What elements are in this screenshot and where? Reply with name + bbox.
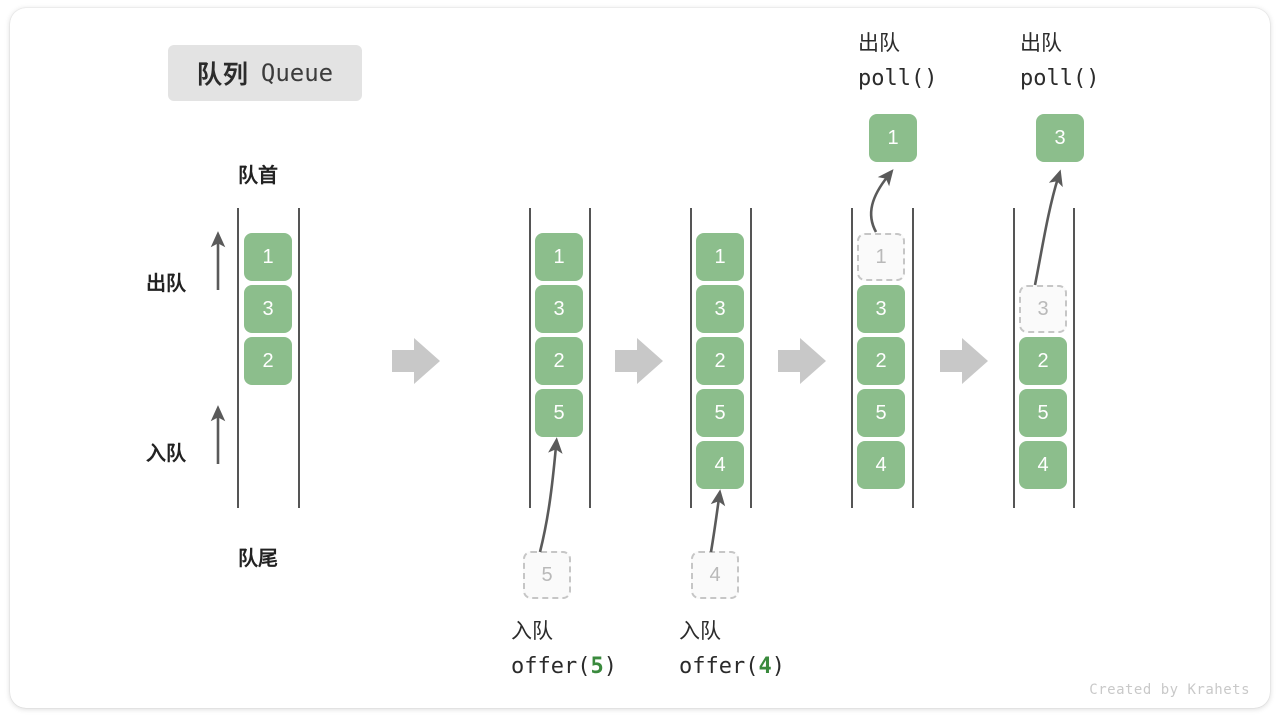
operation-label-code: offer(4) bbox=[679, 650, 785, 684]
queue-cell: 3 bbox=[696, 285, 744, 333]
operation-label-offer-4: 入队 offer(4) bbox=[679, 614, 785, 684]
queue-removed-ghost-cell: 3 bbox=[1019, 285, 1067, 333]
queue-rail-right-col4 bbox=[912, 208, 914, 508]
queue-removed-ghost-cell: 1 bbox=[857, 233, 905, 281]
queue-rail-left-col4 bbox=[851, 208, 853, 508]
operation-label-offer-5: 入队 offer(5) bbox=[511, 614, 617, 684]
enqueue-direction-label: 入队 bbox=[146, 443, 186, 465]
operation-label-code: poll() bbox=[858, 66, 938, 91]
diagram-title-cn: 队列 bbox=[196, 61, 249, 89]
queue-popped-cell: 1 bbox=[869, 114, 917, 162]
queue-cell: 1 bbox=[535, 233, 583, 281]
queue-rail-left-col2 bbox=[529, 208, 531, 508]
operation-label-cn: 入队 bbox=[679, 620, 721, 643]
queue-cell: 1 bbox=[696, 233, 744, 281]
code-arg: 5 bbox=[590, 654, 604, 679]
queue-cell: 5 bbox=[696, 389, 744, 437]
operation-label-cn: 出队 bbox=[1020, 32, 1062, 55]
queue-cell: 5 bbox=[857, 389, 905, 437]
queue-rail-right-col2 bbox=[589, 208, 591, 508]
step-arrow-4 bbox=[940, 338, 988, 384]
dequeue-curve-arrow-3 bbox=[1033, 169, 1063, 286]
queue-cell: 3 bbox=[857, 285, 905, 333]
queue-cell: 1 bbox=[244, 233, 292, 281]
queue-cell: 4 bbox=[857, 441, 905, 489]
queue-cell: 2 bbox=[1019, 337, 1067, 385]
operation-label-cn: 出队 bbox=[858, 32, 900, 55]
arrows-overlay bbox=[210, 169, 1063, 553]
queue-rail-right-col3 bbox=[750, 208, 752, 508]
code-pre: offer( bbox=[511, 654, 591, 679]
step-arrow-3 bbox=[778, 338, 826, 384]
queue-cell: 2 bbox=[535, 337, 583, 385]
queue-input-ghost-cell: 5 bbox=[523, 551, 571, 599]
code-post: ) bbox=[603, 654, 617, 679]
operation-label-code: poll() bbox=[1020, 66, 1100, 91]
enqueue-curve-arrow-4 bbox=[709, 489, 726, 553]
queue-rail-right-col1 bbox=[298, 208, 300, 508]
queue-rail-left-col1 bbox=[237, 208, 239, 508]
code-arg: 4 bbox=[758, 654, 772, 679]
queue-cell: 3 bbox=[535, 285, 583, 333]
step-arrow-1 bbox=[392, 338, 440, 384]
queue-cell: 4 bbox=[1019, 441, 1067, 489]
queue-cell: 2 bbox=[244, 337, 292, 385]
diagram-stage: 队列 Queue 队首 队尾 出队 入队 1 3 2 1 3 2 5 5 入队 … bbox=[10, 8, 1270, 708]
queue-cell: 2 bbox=[696, 337, 744, 385]
queue-cell-new: 4 bbox=[696, 441, 744, 489]
code-post: ) bbox=[771, 654, 785, 679]
queue-cell: 5 bbox=[1019, 389, 1067, 437]
step-arrow-2 bbox=[615, 338, 663, 384]
queue-rail-left-col5 bbox=[1013, 208, 1015, 508]
code-pre: offer( bbox=[679, 654, 759, 679]
queue-tail-label: 队尾 bbox=[238, 548, 278, 570]
operation-label-poll-1: 出队 poll() bbox=[858, 26, 937, 96]
queue-rail-left-col3 bbox=[690, 208, 692, 508]
dequeue-direction-label: 出队 bbox=[146, 273, 186, 295]
enqueue-curve-arrow-5 bbox=[538, 437, 563, 553]
diagram-title-badge: 队列 Queue bbox=[168, 45, 362, 101]
diagram-title-en: Queue bbox=[260, 59, 334, 87]
operation-label-cn: 入队 bbox=[511, 620, 553, 643]
credit-text: Created by Krahets bbox=[1089, 682, 1250, 698]
queue-head-label: 队首 bbox=[238, 165, 278, 187]
dequeue-curve-arrow-1 bbox=[869, 169, 894, 233]
operation-label-poll-3: 出队 poll() bbox=[1020, 26, 1099, 96]
queue-cell-new: 5 bbox=[535, 389, 583, 437]
queue-cell: 3 bbox=[244, 285, 292, 333]
queue-rail-right-col5 bbox=[1073, 208, 1075, 508]
diagram-card: 队列 Queue 队首 队尾 出队 入队 1 3 2 1 3 2 5 5 入队 … bbox=[10, 8, 1270, 708]
queue-popped-cell: 3 bbox=[1036, 114, 1084, 162]
operation-label-code: offer(5) bbox=[511, 650, 617, 684]
queue-input-ghost-cell: 4 bbox=[691, 551, 739, 599]
queue-cell: 2 bbox=[857, 337, 905, 385]
